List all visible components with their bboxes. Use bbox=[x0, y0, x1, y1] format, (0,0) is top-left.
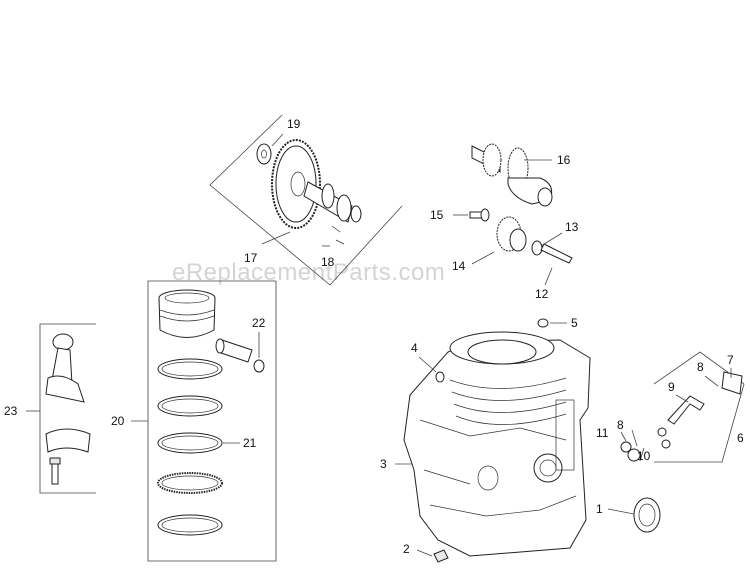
callout-9: 9 bbox=[668, 380, 675, 394]
callout-3: 3 bbox=[380, 457, 387, 471]
piston-group-frame bbox=[147, 280, 277, 562]
cam-gear bbox=[271, 139, 321, 229]
oil-seal-1 bbox=[633, 497, 661, 533]
callout-19: 19 bbox=[287, 117, 301, 131]
fitting-2 bbox=[433, 549, 449, 563]
callout-8b: 8 bbox=[617, 418, 624, 432]
callout-17: 17 bbox=[244, 251, 258, 265]
callout-18: 18 bbox=[321, 255, 335, 269]
governor-assembly bbox=[469, 208, 573, 264]
breather-parts bbox=[620, 371, 743, 462]
piston bbox=[158, 289, 216, 338]
balance-shaft bbox=[471, 143, 553, 207]
callout-6: 6 bbox=[737, 431, 744, 445]
washer-19 bbox=[256, 143, 272, 165]
callout-7: 7 bbox=[727, 353, 734, 367]
watermark-text: eReplacementParts.com bbox=[172, 259, 445, 286]
callout-12: 12 bbox=[535, 287, 549, 301]
connecting-rod-frame bbox=[39, 323, 96, 494]
callout-2: 2 bbox=[403, 542, 410, 556]
callout-16: 16 bbox=[557, 153, 571, 167]
crankcase bbox=[403, 331, 591, 557]
callout-20: 20 bbox=[111, 414, 125, 428]
camshaft-group bbox=[209, 114, 403, 286]
callout-11: 11 bbox=[596, 426, 609, 440]
callout-5: 5 bbox=[571, 316, 578, 330]
callout-8a: 8 bbox=[697, 360, 704, 374]
piston-rings bbox=[157, 358, 223, 536]
callout-22: 22 bbox=[252, 316, 266, 330]
callout-1: 1 bbox=[596, 502, 603, 516]
callout-10: 10 bbox=[637, 449, 651, 463]
camshaft bbox=[303, 181, 362, 223]
callout-14: 14 bbox=[452, 259, 466, 273]
callout-23: 23 bbox=[4, 404, 18, 418]
callout-21: 21 bbox=[243, 436, 257, 450]
callout-4: 4 bbox=[411, 341, 418, 355]
callout-15: 15 bbox=[430, 208, 444, 222]
connecting-rod bbox=[45, 333, 91, 485]
plug-5 bbox=[537, 318, 549, 328]
callout-13: 13 bbox=[565, 220, 579, 234]
piston-pin bbox=[215, 338, 265, 373]
breather-frame bbox=[653, 351, 745, 463]
